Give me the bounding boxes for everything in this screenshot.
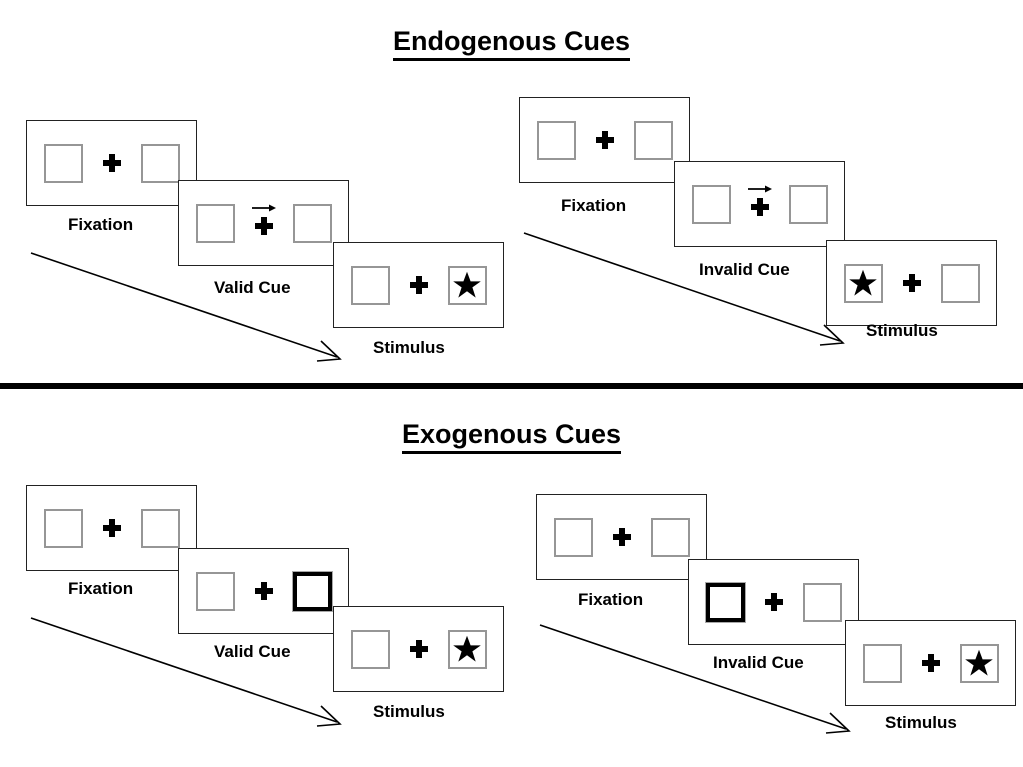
caption-exo-valid-stimulus: Stimulus (373, 702, 445, 721)
right-box[interactable] (802, 582, 842, 622)
panel-exo-invalid-cue[interactable] (688, 559, 859, 645)
right-box[interactable] (140, 508, 180, 548)
left-box[interactable] (350, 265, 390, 305)
caption-endo-valid-fixation: Fixation (68, 215, 134, 234)
left-box[interactable] (43, 508, 83, 548)
fixation-cross-icon (921, 654, 940, 672)
right-box[interactable] (140, 143, 180, 183)
caption-exo-invalid-fixation: Fixation (578, 590, 644, 609)
right-box[interactable] (959, 643, 999, 683)
right-box[interactable] (447, 265, 487, 305)
fixation-cross-icon (409, 640, 428, 658)
arrow-right-icon (747, 185, 772, 192)
section-title-endogenous: Endogenous Cues (0, 26, 1023, 61)
left-box[interactable] (843, 263, 883, 303)
fixation-cross-icon (102, 154, 121, 172)
star-icon (965, 649, 993, 676)
left-box[interactable] (195, 203, 235, 243)
fixation-area (97, 144, 127, 183)
fixation-cross-icon (595, 131, 614, 149)
fixation-area (404, 266, 434, 305)
fixation-cross-icon (254, 217, 273, 235)
fixation-area (249, 204, 279, 243)
caption-exo-invalid-cue: Invalid Cue (713, 653, 804, 672)
fixation-cross-icon (409, 276, 428, 294)
fixation-cross-icon (612, 528, 631, 546)
right-box[interactable] (292, 203, 332, 243)
left-box[interactable] (350, 629, 390, 669)
left-box[interactable] (691, 184, 731, 224)
panel-endo-invalid-cue[interactable] (674, 161, 845, 247)
fixation-cross-icon (764, 593, 783, 611)
fixation-area (745, 185, 775, 224)
caption-exo-valid-fixation: Fixation (68, 579, 134, 598)
fixation-area (759, 583, 789, 622)
fixation-cross-icon (254, 582, 273, 600)
star-icon (453, 635, 481, 662)
right-box[interactable] (650, 517, 690, 557)
fixation-cross-icon (902, 274, 921, 292)
fixation-area (916, 644, 946, 683)
right-box-cued[interactable] (291, 570, 333, 612)
panel-exo-valid-stimulus[interactable] (333, 606, 504, 692)
caption-endo-invalid-cue: Invalid Cue (699, 260, 790, 279)
fixation-area (404, 630, 434, 669)
section-title-exogenous-text: Exogenous Cues (401, 419, 622, 454)
panel-exo-invalid-fixation[interactable] (536, 494, 707, 580)
star-icon (849, 269, 877, 296)
fixation-cross-icon (750, 198, 769, 216)
panel-endo-invalid-fixation[interactable] (519, 97, 690, 183)
caption-exo-invalid-stimulus: Stimulus (885, 713, 957, 732)
panel-endo-valid-fixation[interactable] (26, 120, 197, 206)
left-box[interactable] (536, 120, 576, 160)
left-box[interactable] (43, 143, 83, 183)
right-box[interactable] (447, 629, 487, 669)
panel-exo-valid-fixation[interactable] (26, 485, 197, 571)
right-box[interactable] (633, 120, 673, 160)
fixation-area (607, 518, 637, 557)
left-box-cued[interactable] (704, 581, 746, 623)
panel-endo-valid-cue[interactable] (178, 180, 349, 266)
panel-endo-valid-stimulus[interactable] (333, 242, 504, 328)
section-title-exogenous: Exogenous Cues (0, 419, 1023, 454)
panel-endo-invalid-stimulus[interactable] (826, 240, 997, 326)
arrow-right-icon (251, 204, 276, 211)
star-icon (453, 271, 481, 298)
caption-exo-valid-cue: Valid Cue (214, 642, 291, 661)
fixation-area (897, 264, 927, 303)
fixation-area (249, 572, 279, 611)
left-box[interactable] (553, 517, 593, 557)
fixation-area (590, 121, 620, 160)
fixation-area (97, 509, 127, 548)
section-title-endogenous-text: Endogenous Cues (392, 26, 630, 61)
panel-exo-invalid-stimulus[interactable] (845, 620, 1016, 706)
caption-endo-valid-cue: Valid Cue (214, 278, 291, 297)
panel-exo-valid-cue[interactable] (178, 548, 349, 634)
caption-endo-invalid-stimulus: Stimulus (866, 321, 938, 340)
caption-endo-valid-stimulus: Stimulus (373, 338, 445, 357)
left-box[interactable] (862, 643, 902, 683)
section-divider (0, 383, 1023, 389)
fixation-cross-icon (102, 519, 121, 537)
right-box[interactable] (788, 184, 828, 224)
caption-endo-invalid-fixation: Fixation (561, 196, 627, 215)
left-box[interactable] (195, 571, 235, 611)
right-box[interactable] (940, 263, 980, 303)
